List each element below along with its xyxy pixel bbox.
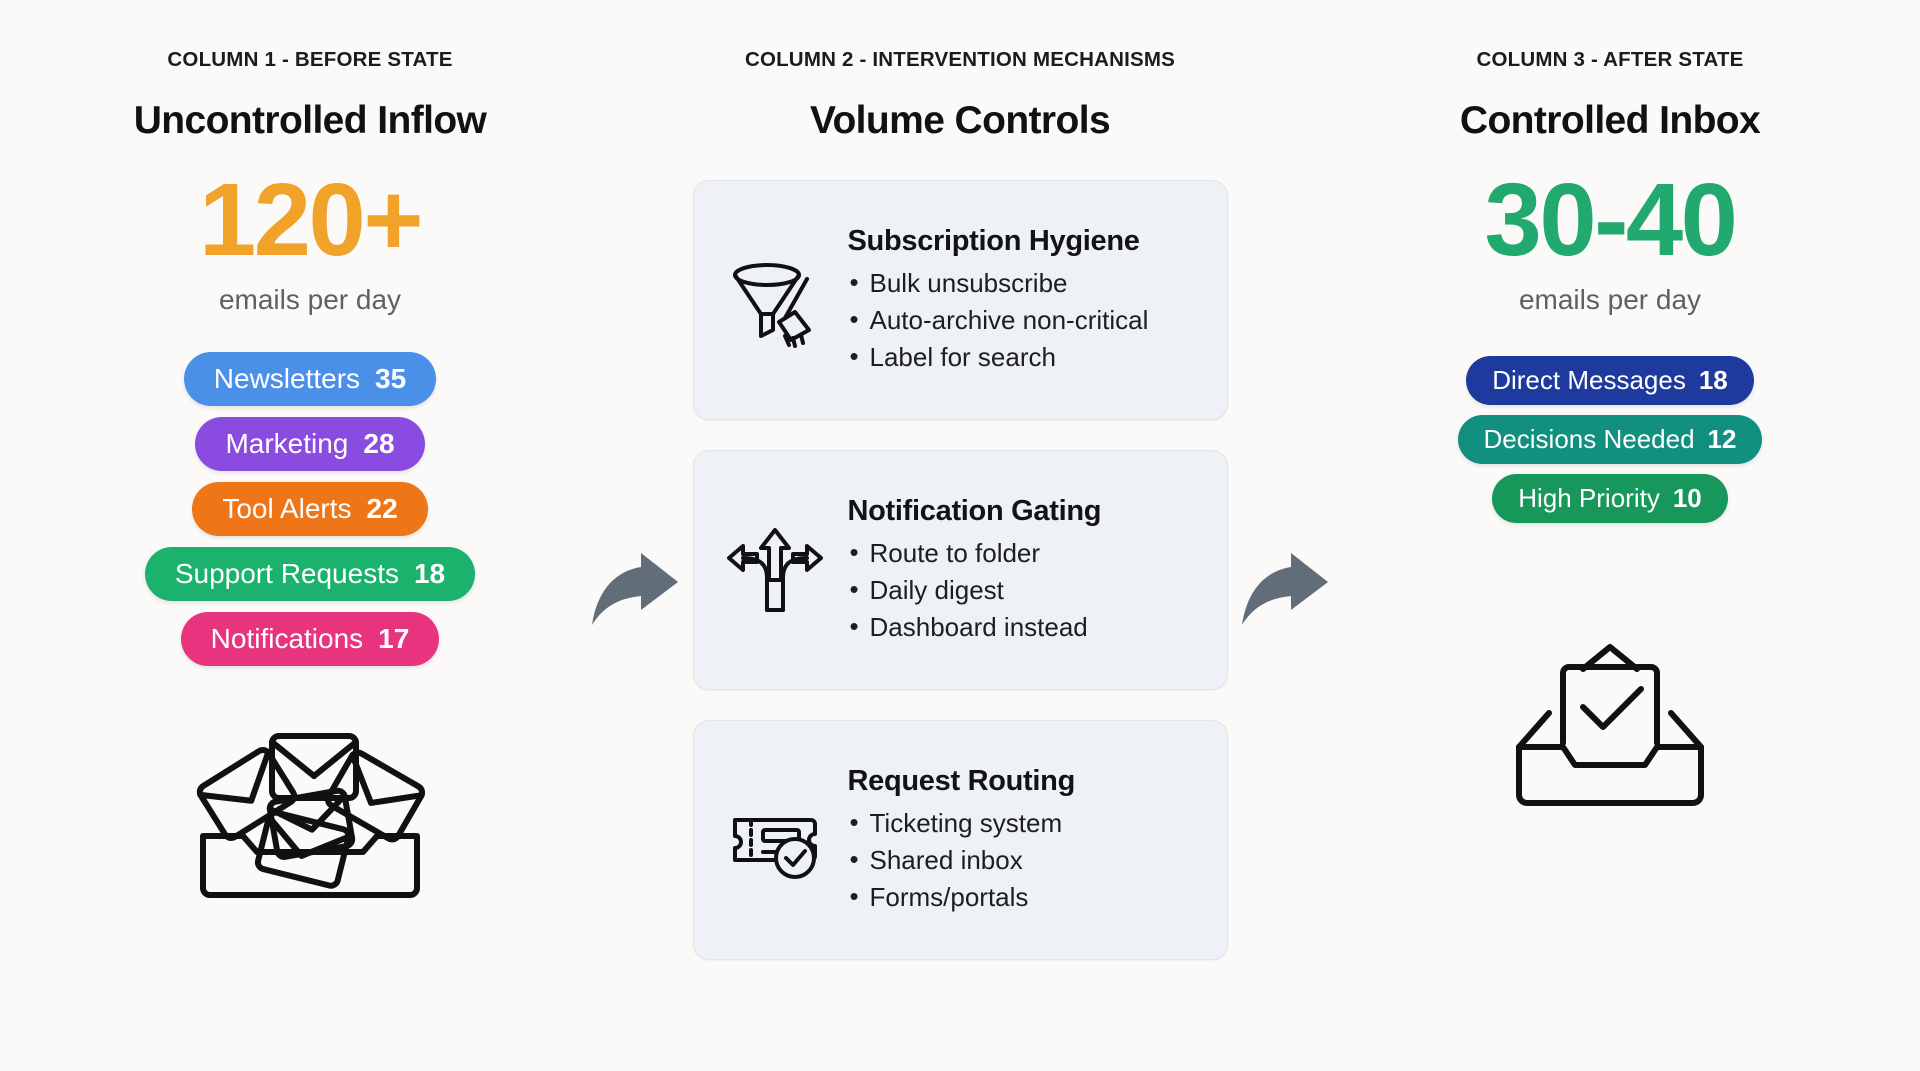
column-intervention-mechanisms: COLUMN 2 - INTERVENTION MECHANISMS Volum… <box>690 48 1230 961</box>
card-bullet: Dashboard instead <box>848 608 1201 646</box>
funnel-broom-icon <box>720 252 830 349</box>
pill-high-priority[interactable]: High Priority 10 <box>1492 474 1728 524</box>
pill-value: 17 <box>378 623 410 655</box>
card-bullet: Shared inbox <box>848 841 1201 879</box>
pill-marketing[interactable]: Marketing 28 <box>195 417 425 472</box>
after-category-pills: Direct Messages 18 Decisions Needed 12 H… <box>1457 356 1763 524</box>
pill-direct-messages[interactable]: Direct Messages 18 <box>1466 356 1754 406</box>
before-stat-value: 120+ <box>198 162 424 278</box>
card-request-routing[interactable]: Request Routing Ticketing system Shared … <box>692 720 1228 961</box>
column-after-state: COLUMN 3 - AFTER STATE Controlled Inbox … <box>1340 48 1880 862</box>
card-body: Notification Gating Route to folder Dail… <box>848 495 1201 646</box>
card-bullet: Forms/portals <box>848 878 1201 916</box>
pill-label: Support Requests <box>174 558 399 590</box>
pill-support-requests[interactable]: Support Requests 18 <box>144 547 476 602</box>
card-title: Subscription Hygiene <box>847 225 1140 258</box>
column-3-eyebrow: COLUMN 3 - AFTER STATE <box>1476 48 1744 71</box>
pill-value: 22 <box>366 493 398 525</box>
after-stat-value: 30-40 <box>1484 162 1738 278</box>
card-bullet: Auto-archive non-critical <box>848 301 1201 339</box>
pill-value: 18 <box>413 558 446 590</box>
card-bullet: Label for search <box>848 338 1201 376</box>
before-stat-caption: emails per day <box>218 284 402 316</box>
pill-label: Newsletters <box>213 363 361 395</box>
arrow-before-to-controls <box>580 551 690 629</box>
card-body: Subscription Hygiene Bulk unsubscribe Au… <box>848 225 1201 376</box>
pill-tool-alerts[interactable]: Tool Alerts 22 <box>192 482 428 537</box>
ticket-check-icon <box>720 792 830 888</box>
column-1-title: Uncontrolled Inflow <box>133 98 487 142</box>
pill-decisions-needed[interactable]: Decisions Needed 12 <box>1457 415 1763 465</box>
card-bullet: Ticketing system <box>848 804 1201 842</box>
pill-notifications[interactable]: Notifications 17 <box>180 612 440 667</box>
card-bullet: Daily digest <box>848 571 1201 609</box>
arrow-controls-to-after <box>1230 551 1340 629</box>
card-subscription-hygiene[interactable]: Subscription Hygiene Bulk unsubscribe Au… <box>692 180 1228 421</box>
card-bullet: Bulk unsubscribe <box>848 264 1201 302</box>
card-bullets: Bulk unsubscribe Auto-archive non-critic… <box>848 264 1201 376</box>
pill-value: 10 <box>1672 483 1702 514</box>
column-2-eyebrow: COLUMN 2 - INTERVENTION MECHANISMS <box>744 48 1176 71</box>
pill-label: Notifications <box>210 623 364 655</box>
card-bullet: Route to folder <box>848 534 1201 572</box>
pill-label: Tool Alerts <box>222 493 352 525</box>
card-bullets: Ticketing system Shared inbox Forms/port… <box>848 804 1201 916</box>
pill-value: 35 <box>375 363 407 395</box>
pill-label: Marketing <box>225 428 349 460</box>
column-1-eyebrow: COLUMN 1 - BEFORE STATE <box>167 48 453 71</box>
card-bullets: Route to folder Daily digest Dashboard i… <box>848 534 1201 646</box>
before-category-pills: Newsletters 35 Marketing 28 Tool Alerts … <box>144 352 476 667</box>
overflowing-inbox-icon <box>185 724 435 952</box>
card-body: Request Routing Ticketing system Shared … <box>848 765 1201 916</box>
pill-value: 28 <box>363 428 395 460</box>
pill-label: Decisions Needed <box>1483 424 1695 455</box>
inbox-check-icon <box>1505 639 1715 862</box>
pill-label: Direct Messages <box>1492 365 1686 396</box>
pill-value: 12 <box>1707 424 1737 455</box>
three-way-arrow-icon <box>720 522 830 618</box>
pill-value: 18 <box>1698 365 1728 396</box>
card-notification-gating[interactable]: Notification Gating Route to folder Dail… <box>692 450 1228 691</box>
after-stat-caption: emails per day <box>1518 284 1702 316</box>
card-title: Notification Gating <box>847 495 1102 528</box>
card-title: Request Routing <box>847 765 1076 798</box>
column-before-state: COLUMN 1 - BEFORE STATE Uncontrolled Inf… <box>40 48 580 952</box>
column-2-title: Volume Controls <box>809 98 1111 142</box>
mechanism-card-list: Subscription Hygiene Bulk unsubscribe Au… <box>692 180 1228 961</box>
pill-label: High Priority <box>1518 483 1660 514</box>
column-3-title: Controlled Inbox <box>1459 98 1761 142</box>
pill-newsletters[interactable]: Newsletters 35 <box>183 352 437 407</box>
